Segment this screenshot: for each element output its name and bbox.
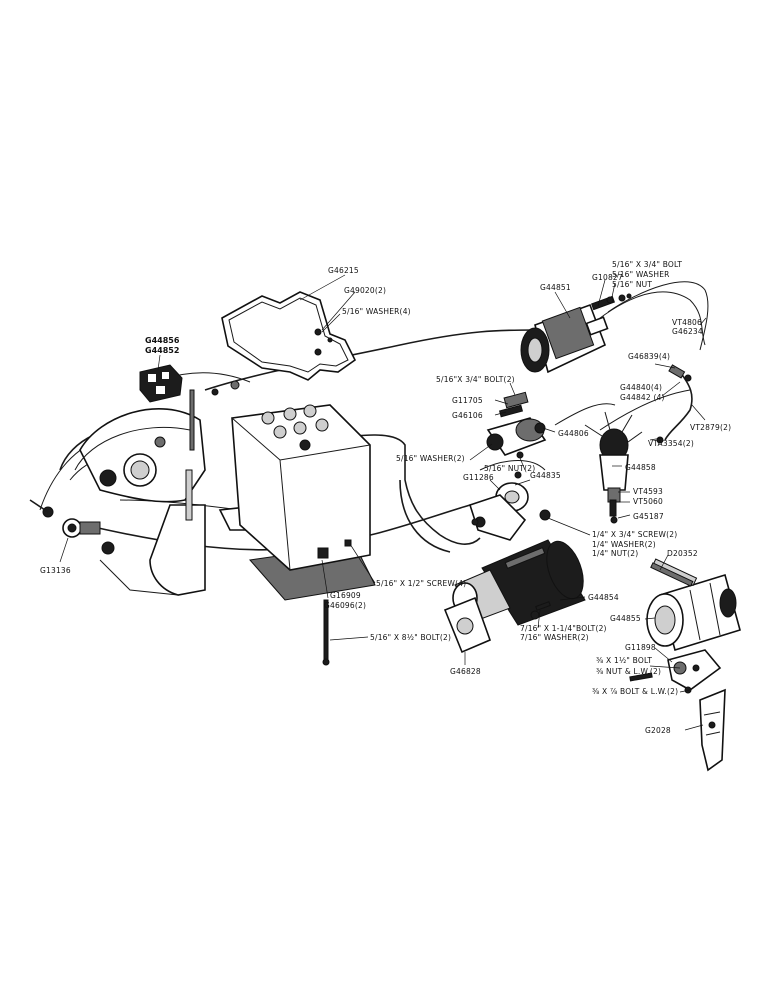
shaft-d20352 [650, 562, 694, 587]
label-washer-516-top: 5/16" WASHER [612, 270, 670, 279]
label-g44854: G44854 [588, 593, 619, 602]
label-g44851: G44851 [540, 283, 571, 292]
label-nut-516-2: 5/16" NUT(2) [484, 464, 535, 473]
lower-generator [646, 558, 741, 652]
label-bolt-516-34-2: 5/16"X 3/4" BOLT(2) [436, 375, 515, 384]
label-washer-14: 1/4" WASHER(2) [592, 540, 656, 549]
label-bolt-38-112: ⅜ X 1½" BOLT [596, 656, 652, 665]
label-g11705: G11705 [452, 396, 483, 405]
label-g11898: G11898 [625, 643, 656, 652]
label-vt4593: VT4593 [633, 487, 663, 496]
label-vt4806: VT4806 [672, 318, 702, 327]
label-g44835: G44835 [530, 471, 561, 480]
label-g44852: G44852 [145, 346, 179, 355]
label-g46106: G46106 [452, 411, 483, 420]
generator [520, 293, 632, 374]
starter-solenoid [486, 391, 547, 456]
label-g45187: G45187 [633, 512, 664, 521]
label-bolt-516-8: 5/16" X 8½" BOLT(2) [370, 633, 451, 642]
fan-belt [607, 281, 709, 351]
label-g46096: G46096(2) [324, 601, 366, 610]
part-labels: G46215 G49020(2) 5/16" WASHER(4) G10827 … [40, 260, 731, 735]
label-g49020: G49020(2) [344, 286, 386, 295]
leader-lines [59, 274, 707, 731]
ignition-coil [468, 471, 551, 541]
starting-motor [452, 539, 586, 626]
starter-gasket [443, 596, 492, 654]
label-g11286: G11286 [463, 473, 494, 482]
label-g2028: G2028 [645, 726, 671, 735]
label-washer-716: 7/16" WASHER(2) [520, 633, 589, 642]
distributor [584, 411, 643, 524]
label-g13136: G13136 [40, 566, 71, 575]
label-g44858: G44858 [625, 463, 656, 472]
label-nut-516-top: 5/16" NUT [612, 280, 652, 289]
label-nut-14: 1/4" NUT(2) [592, 549, 638, 558]
gasket-g46215 [221, 291, 357, 381]
lower-bracket [699, 688, 726, 772]
label-g46828: G46828 [450, 667, 481, 676]
label-g10827: G10827 [592, 273, 623, 282]
label-vt5060: VT5060 [633, 497, 663, 506]
hold-down-bolt [322, 599, 330, 666]
label-g46215: G46215 [328, 266, 359, 275]
ignition-switch [29, 499, 115, 555]
label-bolt-716: 7/16" X 1-1/4"BOLT(2) [520, 624, 607, 633]
voltage-regulator [139, 364, 240, 403]
spark-plug-wire-clips [656, 364, 692, 444]
label-washer-516-2: 5/16" WASHER(2) [396, 454, 465, 463]
label-vt2879: VT2879(2) [690, 423, 731, 432]
label-g46839: G46839(4) [628, 352, 670, 361]
battery [218, 404, 376, 601]
label-vta3354: VTA3354(2) [648, 439, 694, 448]
label-g46234: G46234 [672, 327, 703, 336]
label-bolt-516-34-top: 5/16" X 3/4" BOLT [612, 260, 682, 269]
label-washer-516-4: 5/16" WASHER(4) [342, 307, 411, 316]
label-g44856: G44856 [145, 336, 180, 345]
label-screw-14-34: 1/4" X 3/4" SCREW(2) [592, 530, 677, 539]
label-d20352: D20352 [667, 549, 698, 558]
label-bolt-38-78-lw: ⅜ X ⅞ BOLT & L.W.(2) [592, 687, 678, 696]
label-nut-38-lw: ⅜ NUT & L.W.(2) [596, 667, 661, 676]
label-g44842: G44842 (4) [620, 393, 665, 402]
label-g16909: G16909 [330, 591, 361, 600]
instrument-panel [74, 389, 206, 596]
label-g44855: G44855 [610, 614, 641, 623]
generator-bracket [629, 649, 722, 694]
label-g44806: G44806 [558, 429, 589, 438]
label-g44840: G44840(4) [620, 383, 662, 392]
label-screw-516-12: 5/16" X 1/2" SCREW(4) [376, 579, 466, 588]
